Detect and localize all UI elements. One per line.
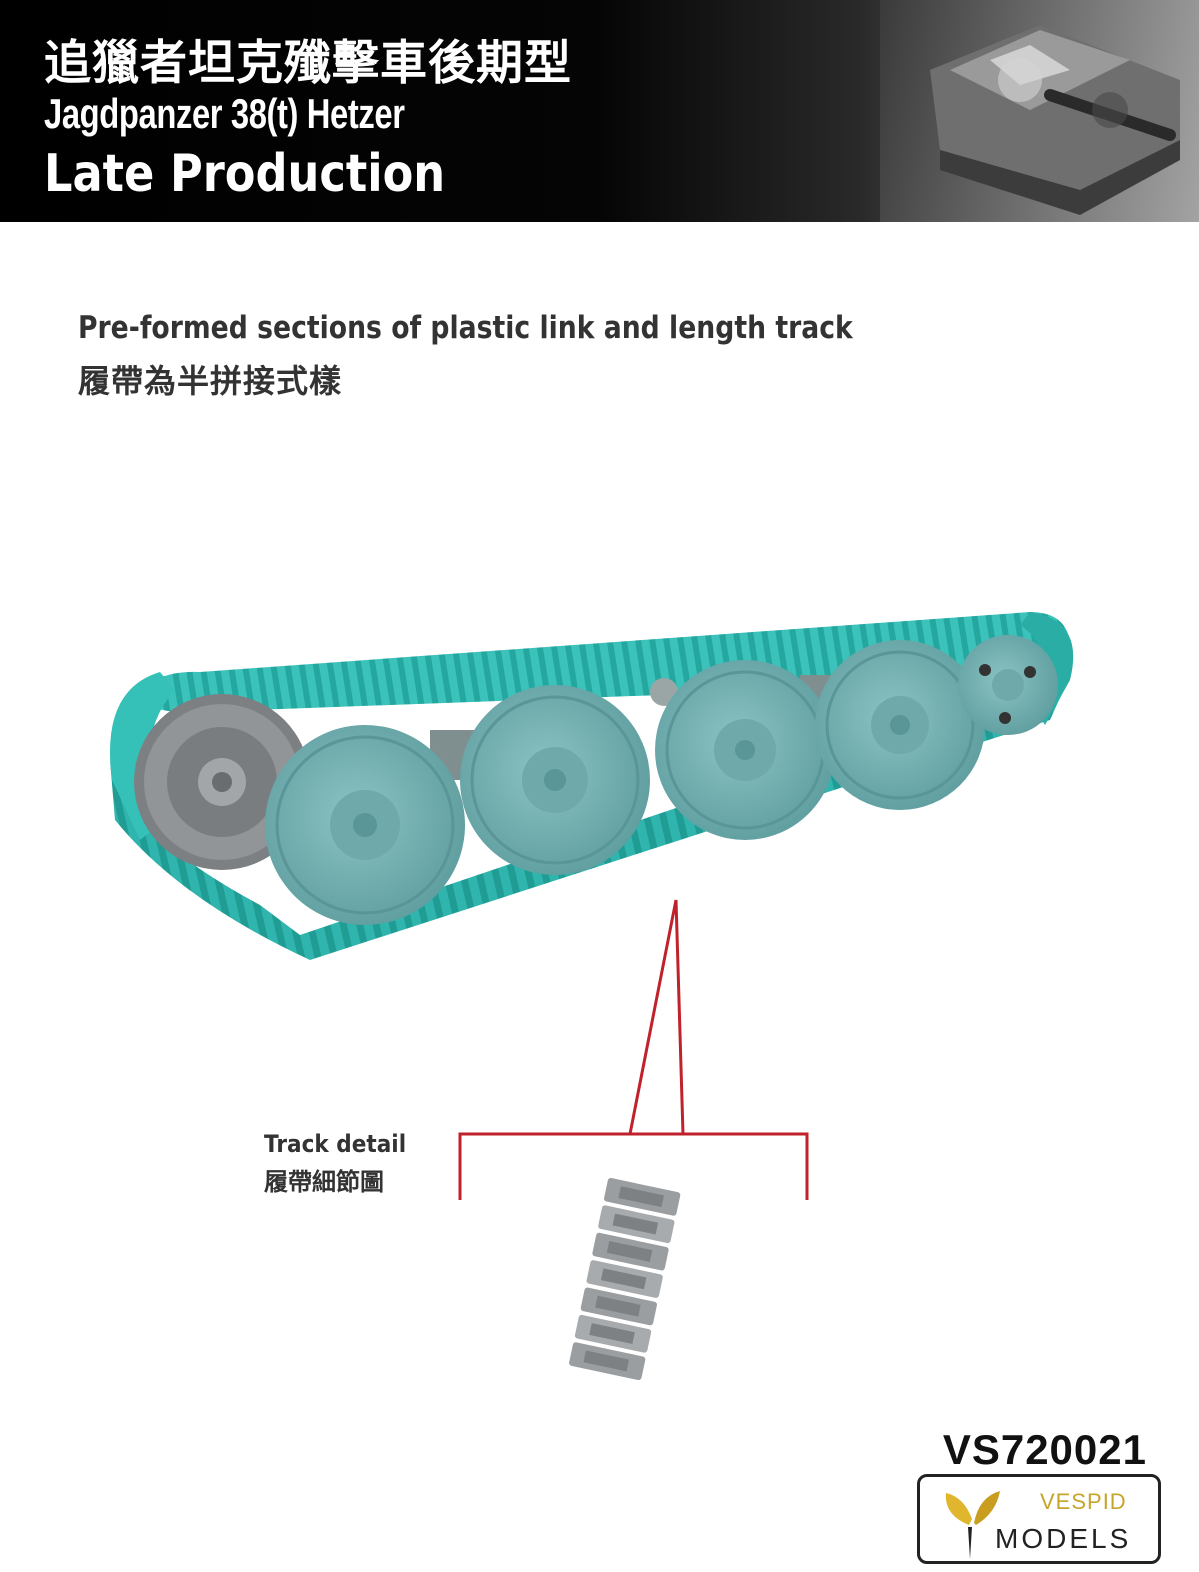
track-assembly-render bbox=[110, 612, 1074, 1200]
idler-wheel bbox=[958, 635, 1058, 735]
callout-pointer bbox=[628, 899, 685, 1135]
road-wheel-3 bbox=[655, 660, 835, 840]
tank-photo bbox=[880, 0, 1199, 222]
description-chinese: 履帶為半拼接式樣 bbox=[78, 362, 343, 400]
road-wheel-2 bbox=[460, 685, 650, 875]
track-detail-label-english: Track detail bbox=[264, 1130, 407, 1158]
vespid-logo: VESPID MODELS bbox=[917, 1474, 1161, 1564]
subtitle: Late Production bbox=[44, 144, 446, 204]
title-english: Jagdpanzer 38(t) Hetzer bbox=[44, 90, 405, 137]
road-wheel-1 bbox=[265, 725, 465, 925]
track-link-detail bbox=[569, 1177, 681, 1381]
description-english: Pre-formed sections of plastic link and … bbox=[78, 310, 853, 346]
callout-box bbox=[458, 1132, 809, 1200]
logo-text-vespid: VESPID bbox=[1040, 1489, 1127, 1514]
logo-text-models: MODELS bbox=[995, 1523, 1132, 1554]
track-detail-label-chinese: 履帶細節圖 bbox=[264, 1168, 384, 1196]
wasp-logo-icon bbox=[945, 1491, 1000, 1559]
road-wheel-4 bbox=[815, 640, 985, 810]
header-banner: 追獵者坦克殲擊車後期型 Jagdpanzer 38(t) Hetzer Late… bbox=[0, 0, 1199, 222]
product-code: VS720021 bbox=[942, 1426, 1147, 1473]
title-chinese: 追獵者坦克殲擊車後期型 bbox=[44, 36, 572, 91]
